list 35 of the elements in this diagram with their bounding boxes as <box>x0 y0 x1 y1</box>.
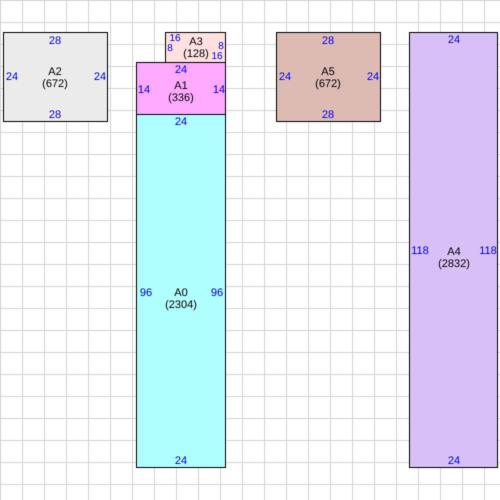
area-label: A1 (336) <box>167 80 195 104</box>
dimension-value: 14 <box>138 84 150 96</box>
area-rectangle <box>136 62 226 115</box>
dimension-value: 24 <box>6 71 18 83</box>
area-label: A5 (672) <box>314 66 342 90</box>
dimension-value: 24 <box>448 34 460 46</box>
dimension-value: 96 <box>140 287 152 299</box>
dimension-value: 28 <box>48 35 62 47</box>
dimension-value: 14 <box>212 84 226 96</box>
area-label: A3 (128) <box>182 36 210 60</box>
dimension-value: 24 <box>94 71 106 83</box>
dimension-value: 16 <box>211 52 223 62</box>
dimension-value: 24 <box>366 71 380 83</box>
dimension-value: 16 <box>169 34 181 44</box>
area-label: A4 (2832) <box>437 246 471 270</box>
area-rectangle <box>409 32 498 468</box>
dimension-value: 8 <box>167 44 173 54</box>
dimension-value: 96 <box>210 287 224 299</box>
dimension-value: 118 <box>411 245 429 257</box>
dimension-value: 24 <box>174 64 188 76</box>
area-rectangle <box>276 32 381 122</box>
dimension-value: 28 <box>322 35 334 47</box>
dimension-value: 28 <box>322 109 334 121</box>
dimension-value: 8 <box>218 42 224 52</box>
dimension-value: 24 <box>278 71 292 83</box>
dimension-value: 24 <box>174 455 188 467</box>
area-rectangle <box>165 32 226 63</box>
area-rectangle <box>136 114 226 468</box>
dimension-value: 118 <box>479 245 497 257</box>
dimension-value: 24 <box>448 455 460 467</box>
dimension-value: 28 <box>48 109 62 121</box>
area-label: A0 (2304) <box>164 287 198 311</box>
dimension-value: 24 <box>174 116 188 128</box>
area-label: A2 (672) <box>41 66 69 90</box>
area-rectangle <box>3 32 108 122</box>
